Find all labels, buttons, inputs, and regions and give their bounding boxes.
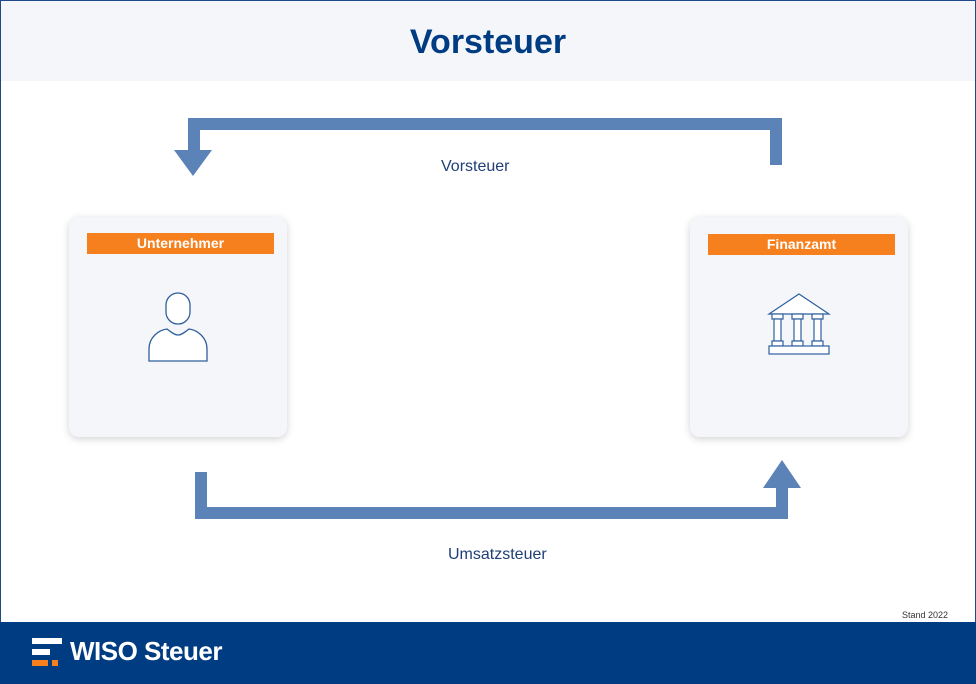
card-label: Finanzamt [708, 234, 895, 255]
vorsteuer-arrow [174, 118, 782, 176]
umsatzsteuer-arrow [195, 460, 801, 519]
wiso-logo-icon [32, 638, 62, 666]
card-unternehmer: Unternehmer [69, 217, 287, 437]
page-title: Vorsteuer [409, 23, 567, 61]
brand-name: WISO Steuer [70, 636, 222, 666]
header: Vorsteuer [1, 1, 975, 81]
vorsteuer-label: Vorsteuer [441, 158, 510, 175]
footer: WISO Steuer [0, 622, 976, 684]
umsatzsteuer-label: Umsatzsteuer [448, 546, 547, 563]
person-icon [148, 292, 208, 362]
footnote-stand: Stand 2022 [901, 610, 948, 620]
bank-building-icon [767, 293, 831, 355]
card-label: Unternehmer [87, 233, 274, 254]
card-finanzamt: Finanzamt [690, 217, 908, 437]
